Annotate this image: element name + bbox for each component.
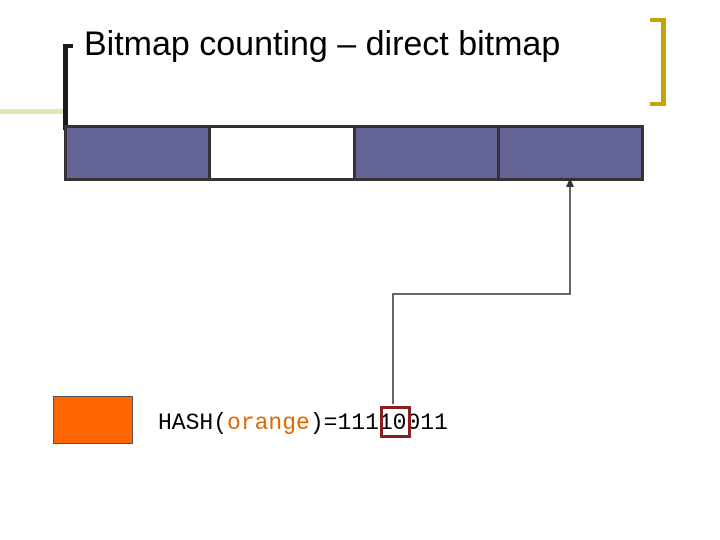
- hash-argument: orange: [227, 410, 310, 436]
- hash-bits-highlighted: 11: [337, 410, 366, 436]
- bitmap-cell: [355, 128, 500, 178]
- hash-bits-rest: 110011: [365, 410, 448, 436]
- title-underline-rule: [0, 109, 66, 114]
- bitmap-cell: [67, 128, 212, 178]
- bitmap-cell: [499, 128, 641, 178]
- left-title-bracket-stem: [63, 58, 68, 130]
- orange-item-box: [53, 396, 133, 444]
- bitmap-array: [64, 125, 644, 181]
- hash-prefix: HASH(: [158, 410, 228, 436]
- right-title-bracket: [650, 18, 666, 106]
- hash-suffix: )=: [309, 410, 338, 436]
- arrow-head: [566, 178, 574, 187]
- bit-highlight-box: [380, 406, 411, 438]
- arrow-path: [392, 186, 571, 404]
- bitmap-cell: [211, 128, 356, 178]
- hash-expression: HASH(orange)=11110011: [158, 408, 448, 438]
- slide-title: Bitmap counting – direct bitmap: [84, 25, 561, 63]
